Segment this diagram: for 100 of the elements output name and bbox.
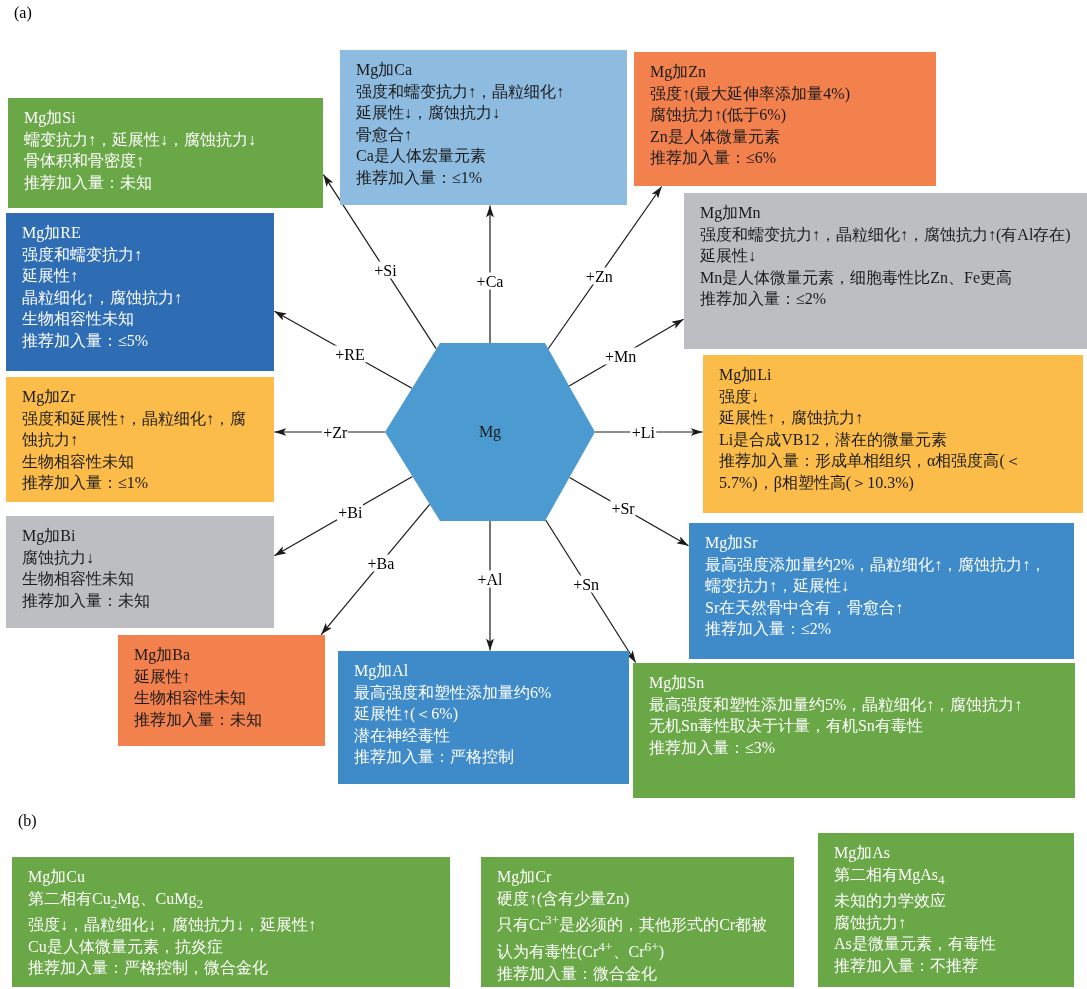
box-title: Mg加Ca (356, 60, 413, 81)
edge-label: +Bi (337, 503, 364, 521)
property-line: 生物相容性未知 (22, 569, 135, 589)
property-line: 最高强度和塑性添加量约6% (354, 682, 553, 703)
info-box (8, 98, 323, 208)
property-line: 蠕变抗力↑，延展性↓，腐蚀抗力↓ (24, 129, 257, 150)
property-line: 推荐加入量：严格控制，微合金化 (28, 958, 269, 979)
property-line: 强度和蠕变抗力↑，晶粒细化↑ (356, 81, 565, 102)
property-line: 只有Cr$^{3+}$是必须的，其他形式的Cr都被认为有毒性(Cr$^{4+}$、Cr$^{6+}$) (497, 911, 769, 963)
box-title: Mg加Si (24, 108, 77, 129)
property-line: 推荐加入量：未知 (22, 590, 151, 611)
property-line: 延展性↑ (134, 666, 191, 687)
box-title: Mg加Sn (649, 673, 706, 694)
info-box (6, 516, 274, 628)
panel-label: (b) (18, 812, 37, 830)
property-line: Mn是人体微量元素，细胞毒性比Zn、Fe更高 (700, 267, 1013, 288)
property-line: 强度和延展性↑，晶粒细化↑，腐蚀抗力↑ (22, 408, 247, 450)
info-box (633, 663, 1075, 798)
hexagon-label: Mg (478, 423, 502, 441)
property-line: 未知的力学效应 (834, 891, 947, 912)
box-title: Mg加RE (22, 223, 82, 244)
property-line: As是微量元素，有毒性 (834, 934, 997, 955)
property-line: 骨体积和骨密度↑ (24, 151, 145, 171)
box-title: Mg加Al (354, 661, 410, 682)
edge-label: +Ba (366, 554, 396, 572)
property-line: 推荐加入量：严格控制 (354, 747, 515, 767)
edge-label: +Si (373, 262, 398, 279)
property-line: 生物相容性未知 (22, 309, 135, 329)
property-line: Zn是人体微量元素 (650, 126, 781, 147)
property-line: 生物相容性未知 (134, 688, 247, 708)
edge-label: +Sn (572, 575, 601, 593)
property-line: 推荐加入量：≤1% (356, 167, 484, 188)
property-line: 第二相有Cu$_{2}$Mg、CuMg$_{2}$ (28, 888, 205, 913)
property-line: 延展性↑，腐蚀抗力↑ (719, 408, 864, 428)
info-box (6, 377, 274, 502)
property-line: 最高强度和塑性添加量约5%，晶粒细化↑，腐蚀抗力↑ (649, 694, 1024, 715)
box-title: Mg加Ba (134, 645, 191, 666)
property-line: 推荐加入量：≤5% (22, 330, 150, 351)
property-line: 推荐加入量：≤2% (705, 619, 833, 639)
property-line: 骨愈合↑ (356, 124, 413, 145)
info-box (118, 635, 325, 746)
property-line: 推荐加入量：不推荐 (834, 955, 979, 976)
box-title: Mg加Sr (705, 533, 759, 554)
edge-label: +Ca (475, 272, 505, 290)
arrow (322, 174, 437, 350)
property-line: 潜在神经毒性 (354, 725, 451, 746)
property-line: 推荐加入量：≤1% (22, 473, 150, 493)
info-box (634, 52, 936, 186)
property-line: 生物相容性未知 (22, 451, 135, 472)
property-line: 强度和蠕变抗力↑ (22, 244, 143, 265)
box-title: Mg加Li (719, 365, 773, 386)
box-title: Mg加Cr (497, 867, 553, 888)
property-line: 延展性↓，腐蚀抗力↓ (356, 103, 501, 123)
property-line: 硬度↑(含有少量Zn) (497, 888, 631, 909)
panel-label: (a) (14, 4, 32, 22)
box-title: Mg加Zr (22, 387, 77, 408)
info-box (338, 651, 629, 784)
edge-label: +Al (476, 570, 504, 588)
property-line: 强度↓，晶粒细化↓，腐蚀抗力↓，延展性↑ (28, 915, 317, 936)
property-line: 强度和蠕变抗力↑，晶粒细化↑，腐蚀抗力↑(有Al存在) (700, 224, 1072, 245)
property-line: 推荐加入量：≤6% (650, 148, 778, 168)
arrow (545, 519, 637, 664)
info-box (6, 213, 274, 371)
info-box (684, 193, 1087, 349)
property-line: 晶粒细化↑，腐蚀抗力↑ (22, 287, 183, 308)
property-line: 腐蚀抗力↑(低于6%) (650, 105, 787, 126)
property-line: 推荐加入量：未知 (134, 709, 263, 730)
info-box (12, 857, 450, 987)
info-box (703, 355, 1083, 513)
edge-label: +RE (334, 345, 366, 363)
box-title: Mg加Zn (650, 62, 707, 83)
arrow (320, 503, 431, 636)
property-line: 延展性↑ (22, 266, 79, 286)
info-box (689, 523, 1074, 659)
property-line: Ca是人体宏量元素 (356, 146, 487, 166)
box-title: Mg加Mn (700, 203, 762, 224)
box-title: Mg加Cu (28, 867, 86, 888)
property-line: 无机Sn毒性取决于计量，有机Sn有毒性 (649, 716, 924, 736)
property-line: 延展性↓ (700, 246, 757, 266)
box-title: Mg加As (834, 843, 891, 864)
edge-label: +Mn (604, 347, 638, 365)
info-box (481, 857, 794, 987)
property-line: 第二相有MgAs$_{4}$ (834, 864, 946, 889)
property-line: 推荐加入量：形成单相组织，α相强度高(＜5.7%)，β相塑性高(＞10.3%) (719, 451, 1022, 493)
property-line: Sr在天然骨中含有，骨愈合↑ (705, 597, 905, 618)
property-line: Li是合成VB12，潜在的微量元素 (719, 429, 949, 450)
property-line: 推荐加入量：微合金化 (497, 963, 658, 984)
hexagon (385, 343, 595, 521)
property-line: Cu是人体微量元素，抗炎症 (28, 936, 224, 957)
property-line: 推荐加入量：未知 (24, 172, 153, 193)
property-line: 蠕变抗力↑，延展性↓ (705, 576, 850, 596)
property-line: 强度↑(最大延伸率添加量4%) (650, 83, 851, 104)
edge-label: +Sr (610, 499, 636, 517)
property-line: 推荐加入量：≤3% (649, 737, 777, 758)
edge-label: +Zn (584, 267, 614, 285)
property-line: 腐蚀抗力↓ (22, 547, 95, 568)
arrow (547, 185, 663, 350)
property-line: 延展性↑(＜6%) (354, 704, 459, 725)
property-line: 腐蚀抗力↑ (834, 912, 907, 933)
box-title: Mg加Bi (22, 526, 77, 547)
